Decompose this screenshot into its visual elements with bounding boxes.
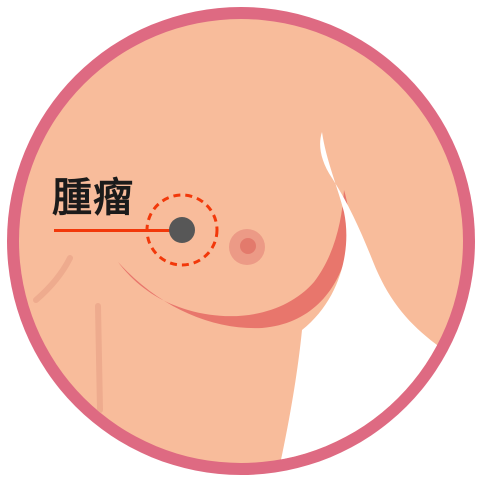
rib-line: [98, 306, 100, 410]
nipple: [240, 238, 256, 254]
tumor-label: 腫瘤: [52, 174, 148, 222]
tumor-dot: [169, 217, 195, 243]
